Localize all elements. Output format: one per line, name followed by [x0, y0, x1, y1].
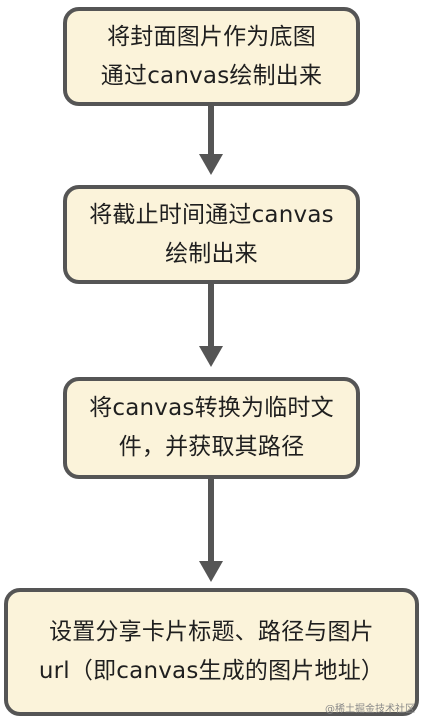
step-1-line-1: 将封面图片作为底图 [107, 23, 316, 50]
arrow-1-shaft [208, 106, 214, 154]
step-2-box: 将截止时间通过canvas 绘制出来 [63, 185, 360, 284]
step-2-text: 将截止时间通过canvas 绘制出来 [89, 196, 334, 274]
step-3-text: 将canvas转换为临时文 件，并获取其路径 [89, 389, 334, 467]
arrow-3-head [199, 561, 223, 582]
arrow-2-shaft [208, 284, 214, 346]
step-2-line-1: 将截止时间通过canvas [89, 201, 334, 228]
step-1-box: 将封面图片作为底图 通过canvas绘制出来 [63, 7, 360, 106]
step-3-box: 将canvas转换为临时文 件，并获取其路径 [63, 377, 360, 479]
step-1-text: 将封面图片作为底图 通过canvas绘制出来 [101, 18, 322, 96]
step-1-line-2: 通过canvas绘制出来 [100, 62, 323, 89]
step-3-line-2: 件，并获取其路径 [118, 434, 305, 460]
step-4-text: 设置分享卡片标题、路径与图片 url（即canvas生成的图片地址） [39, 613, 384, 691]
step-4-box: 设置分享卡片标题、路径与图片 url（即canvas生成的图片地址） [4, 588, 419, 716]
step-4-line-1: 设置分享卡片标题、路径与图片 [49, 619, 374, 645]
step-4-line-2: url（即canvas生成的图片地址） [38, 658, 385, 684]
step-3-line-1: 将canvas转换为临时文 [89, 395, 334, 421]
arrow-2-head [199, 346, 223, 367]
watermark: @稀土掘金技术社区 [325, 704, 415, 715]
arrow-3-shaft [208, 479, 214, 561]
step-2-line-2: 绘制出来 [165, 240, 258, 267]
arrow-1-head [199, 154, 223, 175]
